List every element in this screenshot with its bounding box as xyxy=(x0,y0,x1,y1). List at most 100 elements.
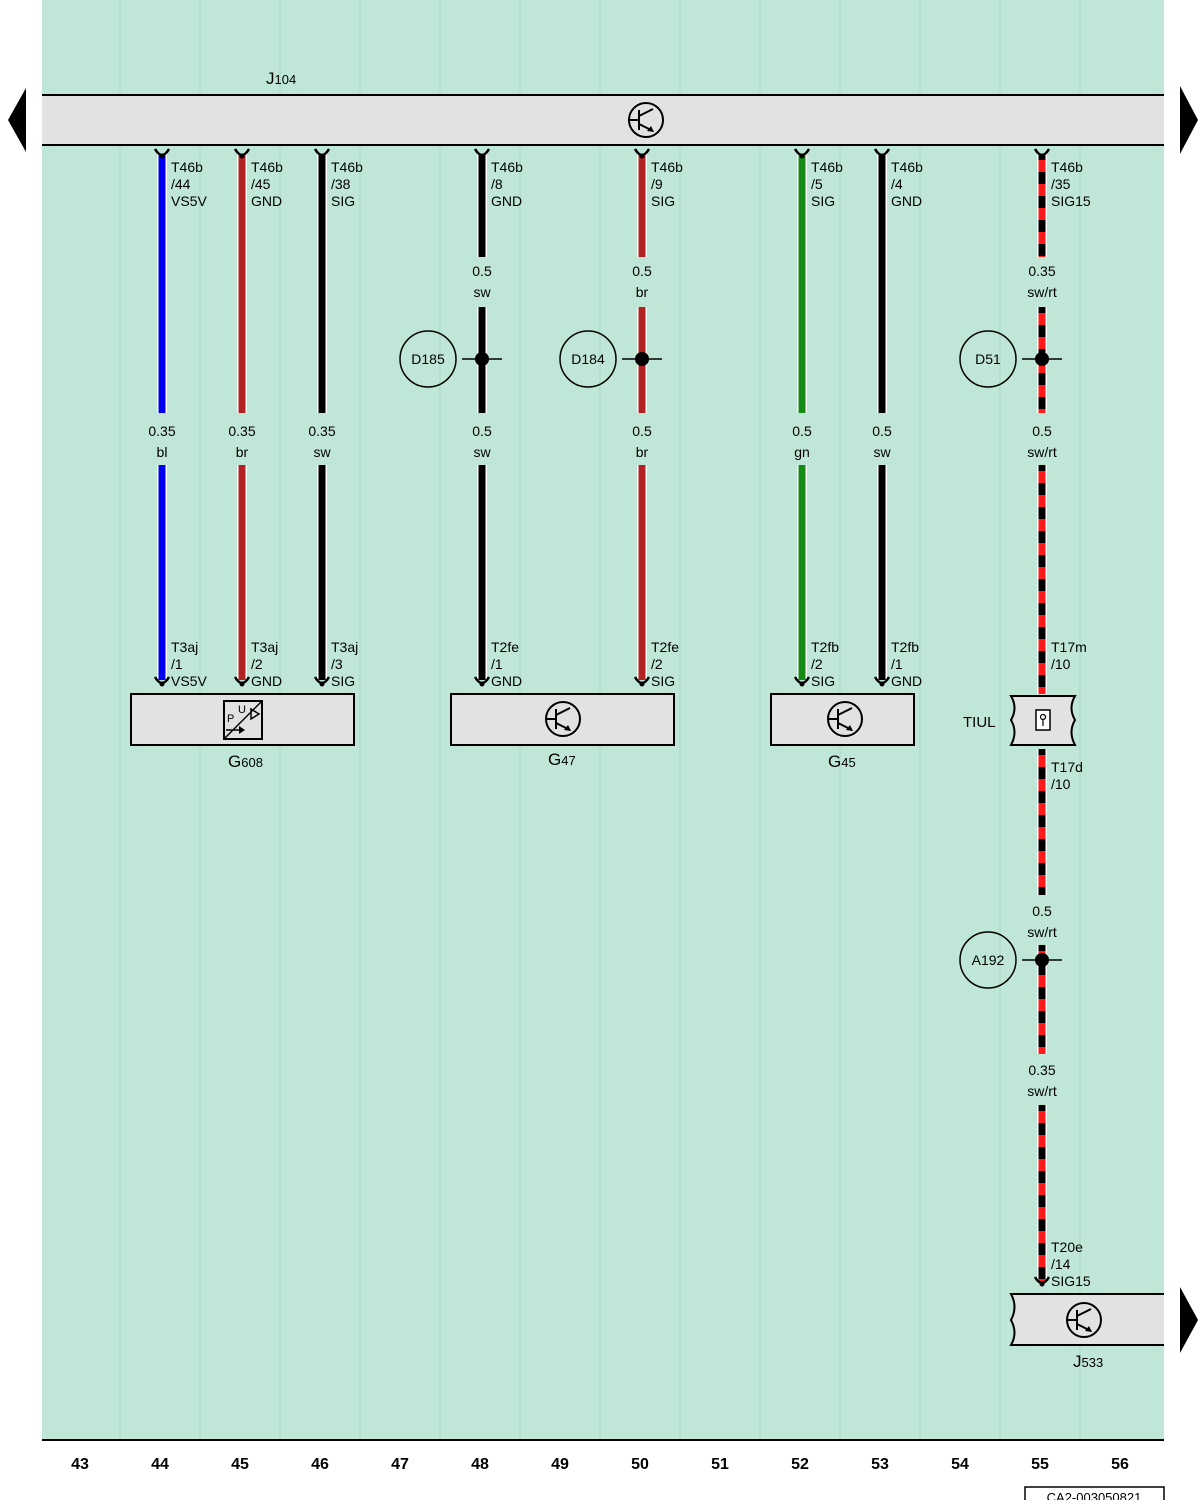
pin-label: T46b xyxy=(1051,159,1083,175)
column-number: 51 xyxy=(711,1456,729,1473)
column-number: 45 xyxy=(231,1456,249,1473)
wire-color-label: sw/rt xyxy=(1027,284,1057,300)
wire-color-label: sw xyxy=(313,444,331,460)
wire-size-label: 0.35 xyxy=(1028,1062,1055,1078)
pin-label: SIG xyxy=(811,193,835,209)
pin-label: /45 xyxy=(251,176,271,192)
pin-terminal-dot xyxy=(479,153,485,159)
splice-label: D185 xyxy=(411,351,445,367)
pin-label: /4 xyxy=(891,176,903,192)
wire-color-label: br xyxy=(236,444,249,460)
next-page-arrow-lower-icon[interactable] xyxy=(1180,1287,1198,1353)
pin-label: T46b xyxy=(331,159,363,175)
pin-label: T46b xyxy=(891,159,923,175)
splice-label-circle xyxy=(559,330,617,388)
pin-terminal-dot xyxy=(639,153,645,159)
column-number: 43 xyxy=(71,1456,89,1473)
wire-size-label: 0.5 xyxy=(792,423,812,439)
control-unit-j104 xyxy=(42,95,1164,145)
pin-terminal-dot xyxy=(239,681,245,687)
pin-label: /35 xyxy=(1051,176,1071,192)
pin-label: T2fe xyxy=(651,639,679,655)
pin-label: SIG15 xyxy=(1051,193,1091,209)
pin-terminal-dot xyxy=(639,681,645,687)
pin-label: VS5V xyxy=(171,673,207,689)
pin-terminal-dot xyxy=(319,681,325,687)
pin-label: T46b xyxy=(171,159,203,175)
label-g45: G45 xyxy=(828,752,856,771)
pin-label: T2fb xyxy=(891,639,919,655)
pin-label: GND xyxy=(251,193,282,209)
pin-label: /10 xyxy=(1051,656,1071,672)
column-number: 54 xyxy=(951,1456,969,1473)
wire-size-label: 0.5 xyxy=(872,423,892,439)
pin-label: T3aj xyxy=(251,639,278,655)
pin-label: /5 xyxy=(811,176,823,192)
document-code: CA2-003050821 xyxy=(1047,1490,1142,1500)
pin-label: GND xyxy=(891,193,922,209)
wire-size-label: 0.5 xyxy=(632,263,652,279)
pin-label: GND xyxy=(251,673,282,689)
column-number: 48 xyxy=(471,1456,489,1473)
label-j533: J533 xyxy=(1073,1352,1103,1371)
wire-size-label: 0.35 xyxy=(228,423,255,439)
wire-size-label: 0.35 xyxy=(148,423,175,439)
pin-label: SIG xyxy=(331,193,355,209)
pin-label: /8 xyxy=(491,176,503,192)
pin-label: T20e xyxy=(1051,1239,1083,1255)
next-page-arrow-icon[interactable] xyxy=(1180,86,1198,154)
splice-label-circle xyxy=(399,330,457,388)
column-number: 46 xyxy=(311,1456,329,1473)
pin-label: T46b xyxy=(491,159,523,175)
pin-terminal-dot xyxy=(799,153,805,159)
column-number: 44 xyxy=(151,1456,169,1473)
splice-label-circle xyxy=(959,931,1017,989)
column-number: 55 xyxy=(1031,1456,1049,1473)
wire-size-label: 0.5 xyxy=(472,423,492,439)
pin-label: SIG xyxy=(651,193,675,209)
splice-label-circle xyxy=(959,330,1017,388)
pin-label: SIG xyxy=(331,673,355,689)
column-number: 53 xyxy=(871,1456,889,1473)
previous-page-arrow-icon[interactable] xyxy=(8,88,26,152)
pin-label: GND xyxy=(491,193,522,209)
splice-label: D184 xyxy=(571,351,605,367)
pin-terminal-dot xyxy=(159,681,165,687)
pin-terminal-dot xyxy=(239,153,245,159)
pin-label: SIG xyxy=(651,673,675,689)
pin-terminal-dot xyxy=(1039,153,1045,159)
pin-label: T46b xyxy=(651,159,683,175)
wire-color-label: sw/rt xyxy=(1027,444,1057,460)
transistor-symbol-icon xyxy=(1066,1302,1102,1338)
pin-label: GND xyxy=(491,673,522,689)
label-g608: G608 xyxy=(228,752,263,771)
pin-terminal-dot xyxy=(159,153,165,159)
pin-terminal-dot xyxy=(319,153,325,159)
svg-text:P: P xyxy=(227,713,234,725)
pin-label: /1 xyxy=(891,656,903,672)
pin-label: /10 xyxy=(1051,776,1071,792)
splice-node xyxy=(1035,953,1049,967)
pin-terminal-dot xyxy=(879,681,885,687)
label-j104: J104 xyxy=(266,69,296,88)
wire-color-label: sw/rt xyxy=(1027,1083,1057,1099)
pin-terminal-dot xyxy=(879,153,885,159)
splice-label: D51 xyxy=(975,351,1001,367)
wire-color-label: br xyxy=(636,444,649,460)
wire-size-label: 0.35 xyxy=(308,423,335,439)
wire-color-label: sw/rt xyxy=(1027,924,1057,940)
pin-label: T17d xyxy=(1051,759,1083,775)
wire-color-label: gn xyxy=(794,444,810,460)
pin-label: /1 xyxy=(171,656,183,672)
pin-label: /38 xyxy=(331,176,351,192)
wire-layer: 0.35blT46b/44VS5VT3aj/1VS5V0.35brT46b/45… xyxy=(148,148,1091,1289)
control-unit-j533 xyxy=(1009,1293,1164,1346)
pin-label: SIG xyxy=(811,673,835,689)
pin-label: T46b xyxy=(811,159,843,175)
pin-label: T3aj xyxy=(331,639,358,655)
label-g47: G47 xyxy=(548,750,576,769)
wire-size-label: 0.5 xyxy=(1032,423,1052,439)
wire-color-label: br xyxy=(636,284,649,300)
